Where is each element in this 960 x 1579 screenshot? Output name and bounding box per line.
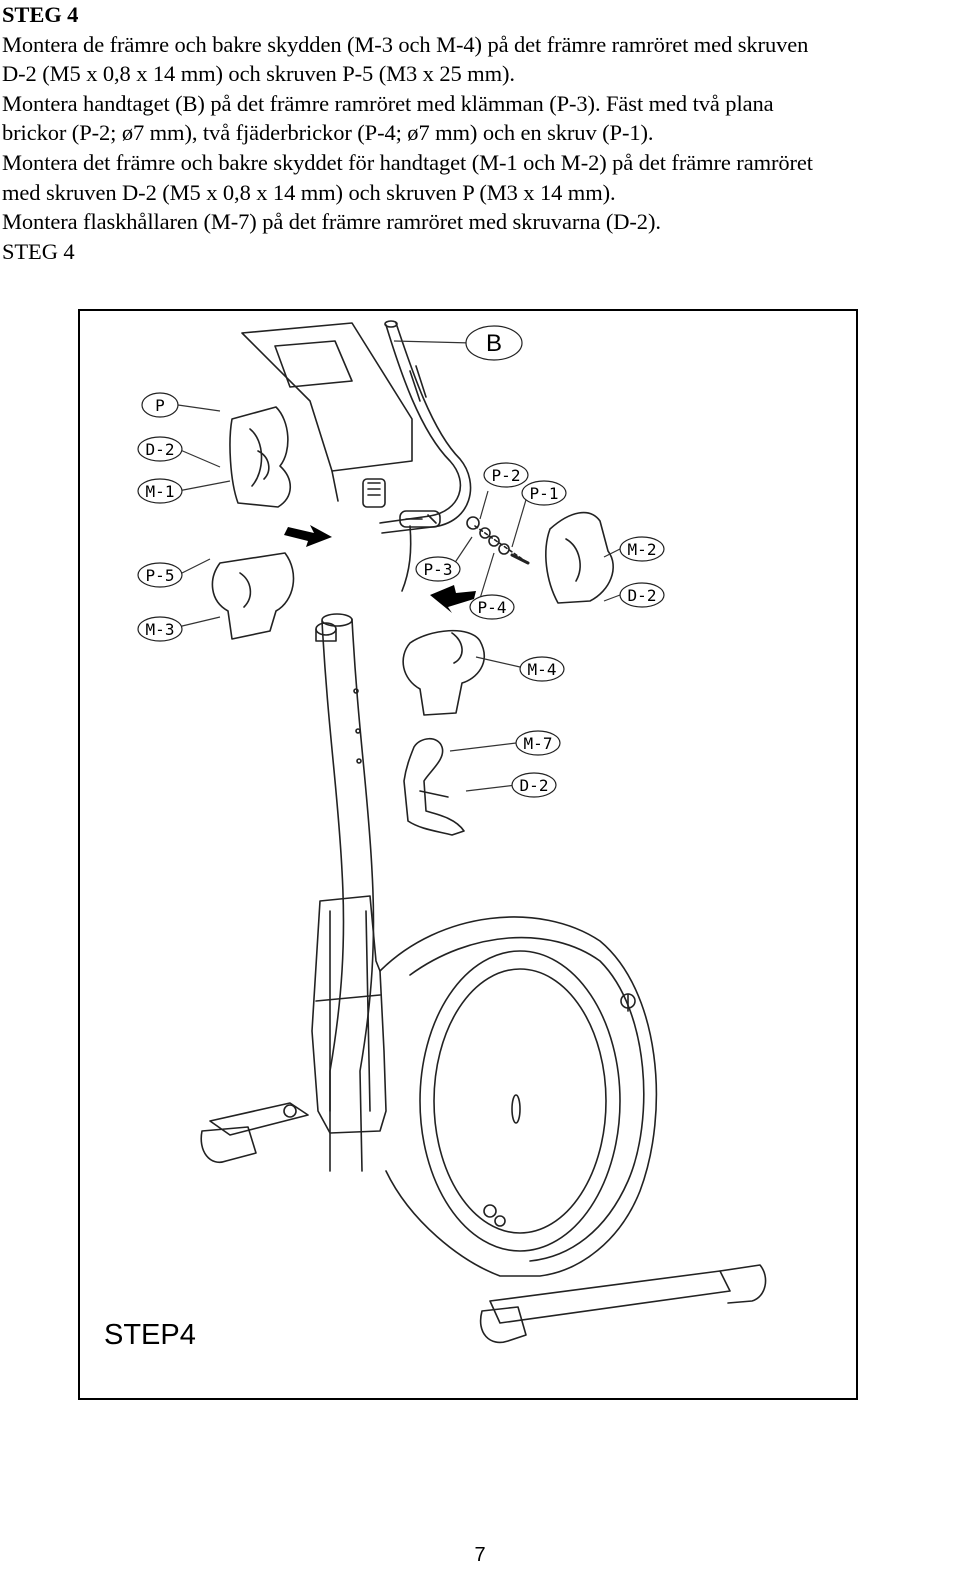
step-heading: STEG 4 (2, 2, 79, 27)
label-P: P (155, 396, 165, 415)
label-D2-right: D-2 (628, 586, 657, 605)
label-M2: M-2 (628, 540, 657, 559)
front-stabilizer (489, 1270, 731, 1324)
instruction-text: STEG 4 Montera de främre och bakre skydd… (2, 0, 958, 266)
label-M3: M-3 (146, 620, 175, 639)
page-number: 7 (474, 1544, 486, 1566)
label-P2: P-2 (492, 466, 521, 485)
bottle-holder (403, 737, 465, 836)
rear-stabilizer (209, 1102, 309, 1136)
handle-cover-rear (545, 511, 614, 604)
front-tube-cover (211, 552, 295, 640)
frame-shroud (311, 895, 387, 1134)
instruction-line: Montera det främre och bakre skyddet för… (2, 149, 813, 175)
handle-cover-front (229, 406, 292, 508)
label-P4: P-4 (478, 598, 507, 617)
console (241, 322, 413, 472)
label-M4: M-4 (528, 660, 557, 679)
arrow-indicator (430, 585, 476, 613)
instruction-line: Montera flaskhållaren (M-7) på det främr… (2, 209, 661, 235)
label-M1: M-1 (146, 482, 175, 501)
instruction-line: Montera de främre och bakre skydden (M-3… (2, 31, 809, 57)
label-P1: P-1 (530, 484, 559, 503)
label-P3: P-3 (424, 560, 453, 579)
front-frame-tube (321, 620, 345, 1172)
handlebar (379, 324, 462, 524)
label-B: B (486, 330, 502, 357)
label-D2: D-2 (146, 440, 175, 459)
exercise-bike-drawing: B P D-2 M-1 P-5 M-3 P-3 P-2 P-1 P-4 M-2 … (137, 320, 767, 1344)
figure-step-label: STEP4 (104, 1319, 196, 1351)
assembly-diagram: B P D-2 M-1 P-5 M-3 P-3 P-2 P-1 P-4 M-2 … (78, 309, 858, 1400)
instruction-line: D-2 (M5 x 0,8 x 14 mm) och skruven P-5 (… (2, 61, 515, 87)
instruction-line: med skruven D-2 (M5 x 0,8 x 14 mm) och s… (2, 179, 616, 205)
label-P5: P-5 (146, 566, 175, 585)
instruction-line: Montera handtaget (B) på det främre ramr… (2, 90, 774, 116)
arrow-indicator (284, 525, 332, 547)
rear-tube-cover (402, 629, 486, 716)
flywheel-housing (379, 916, 658, 1277)
instruction-line: brickor (P-2; ø7 mm), två fjäderbrickor … (2, 120, 654, 146)
footer-step-heading: STEG 4 (2, 238, 75, 264)
label-M7: M-7 (524, 734, 553, 753)
label-D2-bottom: D-2 (520, 776, 549, 795)
